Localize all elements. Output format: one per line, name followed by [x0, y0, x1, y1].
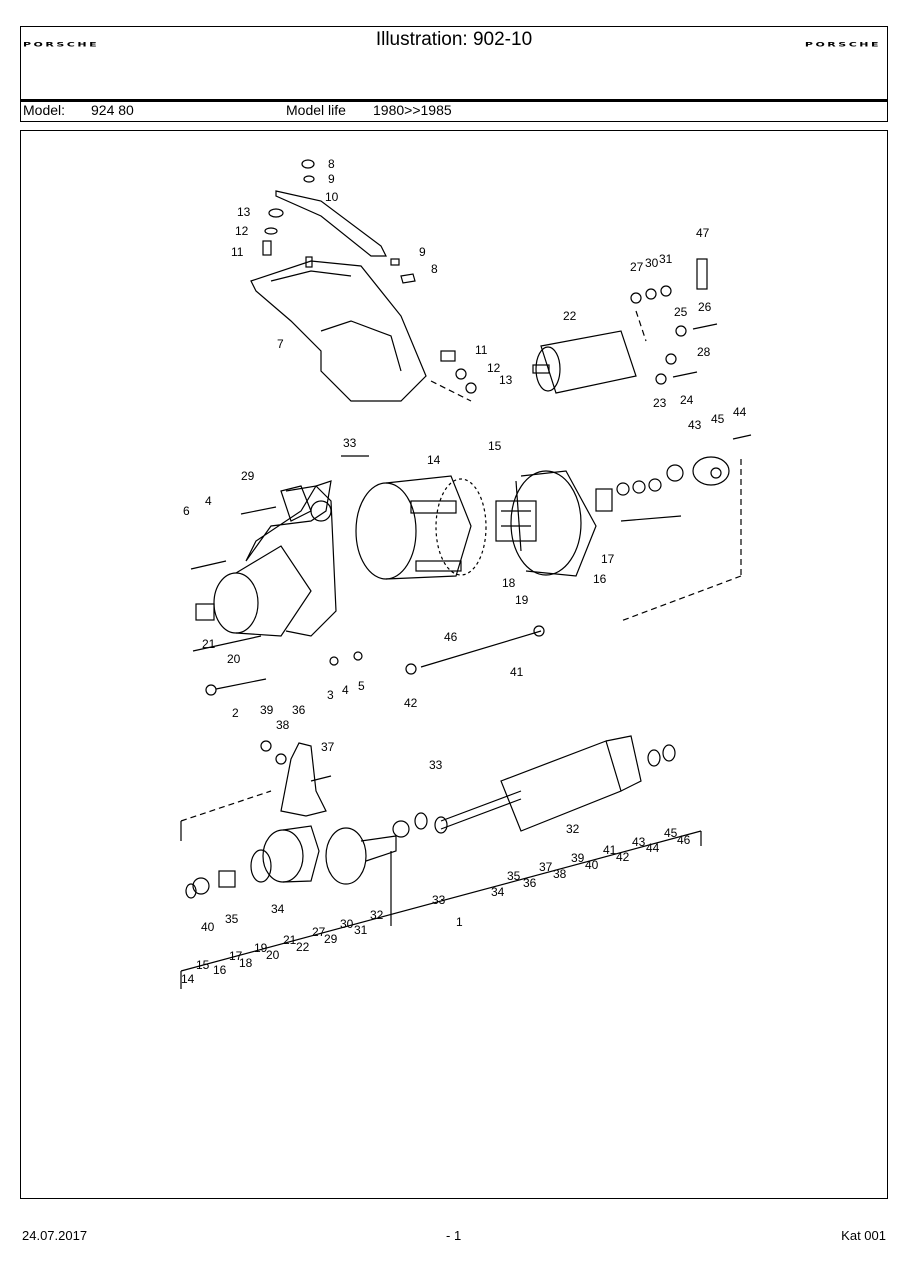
- part-number: 20: [266, 948, 280, 962]
- page-title: Illustration: 902-10: [375, 29, 533, 50]
- part-number: 46: [677, 833, 691, 847]
- brand-logo-right: PORSCHE: [804, 41, 881, 49]
- part-number: 5: [358, 679, 365, 693]
- part-number: 4: [342, 683, 349, 697]
- part-number: 35: [507, 869, 521, 883]
- part-number: 45: [711, 412, 725, 426]
- part-number: 26: [698, 300, 712, 314]
- part-number: 21: [283, 933, 297, 947]
- part-number: 40: [201, 920, 215, 934]
- part-number: 45: [664, 826, 678, 840]
- part-number: 34: [491, 885, 505, 899]
- part-number: 11: [475, 343, 488, 357]
- part-number: 22: [563, 309, 577, 323]
- part-number: 13: [499, 373, 513, 387]
- part-number: 36: [292, 703, 306, 717]
- part-number: 44: [733, 405, 747, 419]
- part-number: 31: [659, 252, 673, 266]
- part-number: 28: [697, 345, 711, 359]
- part-number: 30: [340, 917, 354, 931]
- part-number: 39: [260, 703, 274, 717]
- part-number: 37: [321, 740, 335, 754]
- part-number: 16: [213, 963, 227, 977]
- part-number: 47: [696, 226, 710, 240]
- part-number: 8: [431, 262, 438, 276]
- part-number: 44: [646, 841, 660, 855]
- part-number: 19: [515, 593, 529, 607]
- part-number: 35: [225, 912, 239, 926]
- part-number: 31: [354, 923, 368, 937]
- part-number: 9: [419, 245, 426, 259]
- footer-date: 24.07.2017: [22, 1228, 88, 1243]
- brand-logo-left: PORSCHE: [23, 41, 100, 49]
- part-number: 12: [235, 224, 249, 238]
- part-number: 43: [688, 418, 702, 432]
- model-life-value: 1980>>1985: [373, 102, 452, 118]
- footer-page-number: - 1: [446, 1228, 462, 1243]
- part-number: 37: [539, 860, 553, 874]
- part-number: 6: [183, 504, 190, 518]
- model-value: 924 80: [91, 102, 134, 118]
- part-number: 15: [488, 439, 502, 453]
- part-number: 4: [205, 494, 212, 508]
- part-number: 41: [510, 665, 524, 679]
- part-number: 46: [444, 630, 458, 644]
- parts-diagram: 8 9 10 13 12 11 9 8 7 11 12 13 47 27 30 …: [20, 130, 888, 1199]
- part-number: 18: [502, 576, 516, 590]
- model-label: Model:: [23, 102, 66, 118]
- part-number: 23: [653, 396, 667, 410]
- part-number: 41: [603, 843, 617, 857]
- header-box: PORSCHE Illustration: 902-10 PORSCHE Mod…: [20, 26, 888, 122]
- header-divider: [21, 99, 887, 102]
- part-number: 34: [271, 902, 285, 916]
- part-number: 9: [328, 172, 335, 186]
- part-number: 21: [202, 637, 216, 651]
- part-number: 15: [196, 958, 210, 972]
- part-number: 13: [237, 205, 251, 219]
- part-number: 38: [276, 718, 290, 732]
- part-number: 19: [254, 941, 268, 955]
- model-row: Model: 924 80 Model life 1980>>1985: [21, 102, 887, 120]
- part-number: 29: [241, 469, 255, 483]
- part-number: 3: [327, 688, 334, 702]
- part-number: 43: [632, 835, 646, 849]
- exploded-view-drawing: 8 9 10 13 12 11 9 8 7 11 12 13 47 27 30 …: [180, 157, 752, 989]
- part-number: 10: [325, 190, 339, 204]
- model-life-label: Model life: [286, 102, 346, 118]
- part-callouts: 8 9 10 13 12 11 9 8 7 11 12 13 47 27 30 …: [181, 157, 747, 986]
- part-number: 40: [585, 858, 599, 872]
- part-number: 27: [630, 260, 644, 274]
- part-number: 8: [328, 157, 335, 171]
- footer-catalog-id: Kat 001: [841, 1228, 886, 1243]
- part-number: 38: [553, 867, 567, 881]
- part-number: 32: [370, 908, 384, 922]
- part-number: 2: [232, 706, 239, 720]
- part-number: 17: [601, 552, 615, 566]
- part-number: 30: [645, 256, 659, 270]
- part-number: 33: [432, 893, 446, 907]
- part-number: 33: [343, 436, 357, 450]
- part-number: 36: [523, 876, 537, 890]
- part-number: 14: [427, 453, 441, 467]
- part-number: 27: [312, 925, 326, 939]
- part-number: 22: [296, 940, 310, 954]
- part-number: 42: [404, 696, 418, 710]
- part-number: 12: [487, 361, 501, 375]
- part-number: 20: [227, 652, 241, 666]
- part-number: 17: [229, 949, 243, 963]
- part-number: 42: [616, 850, 630, 864]
- part-number: 14: [181, 972, 195, 986]
- part-number: 25: [674, 305, 688, 319]
- part-number: 11: [231, 245, 244, 259]
- part-number: 1: [456, 915, 463, 929]
- part-number: 18: [239, 956, 253, 970]
- part-number: 24: [680, 393, 694, 407]
- part-number: 39: [571, 851, 585, 865]
- part-number: 7: [277, 337, 284, 351]
- part-number: 32: [566, 822, 580, 836]
- part-number: 33: [429, 758, 443, 772]
- part-number: 29: [324, 932, 338, 946]
- part-number: 16: [593, 572, 607, 586]
